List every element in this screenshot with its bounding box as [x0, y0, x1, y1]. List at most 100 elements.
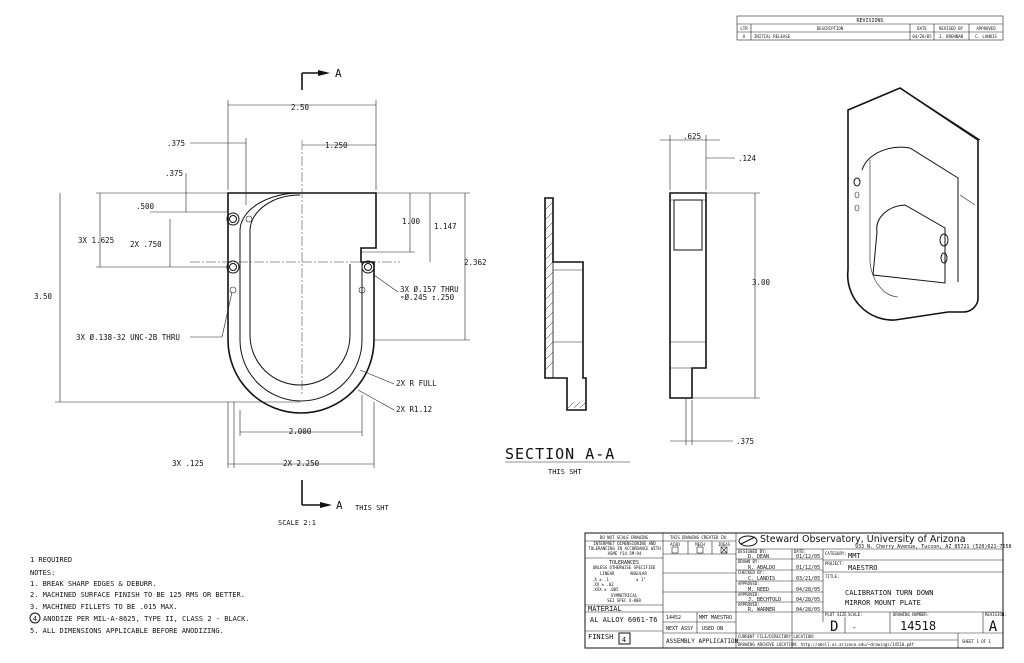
tb-project: MAESTRO	[848, 564, 878, 572]
tb-sig-date-1: 01/12/05	[796, 565, 820, 571]
tb-finish-flag: 4	[622, 636, 626, 644]
tb-sig-role-4: APPROVED:	[738, 592, 760, 597]
tb-archive: DRAWING ARCHIVE LOCATION: http://abell.a…	[738, 642, 914, 647]
rev-header-ltr: LTR	[740, 26, 748, 31]
section-title: SECTION A-A	[505, 445, 615, 463]
tb-symmetrical: SYMMETRICAL	[611, 593, 638, 598]
tb-linear: LINEAR	[600, 571, 615, 576]
tb-tol-xx: .XX ± .02	[592, 582, 614, 587]
dim-1-250: 1.250	[325, 141, 348, 150]
note-1: 1. BREAK SHARP EDGES & DEBURR.	[30, 580, 156, 588]
tb-tol-ang: ± 1°	[636, 577, 646, 582]
rev-header-date: DATE	[917, 26, 927, 31]
tb-sig-date-4: 04/28/05	[796, 597, 820, 603]
tb-drawing-number: 14518	[900, 619, 936, 633]
tb-created-in: THIS DRAWING CREATED IN:	[670, 535, 728, 540]
tb-title-label: TITLE:	[825, 574, 839, 579]
dim-375-c: .375	[736, 437, 754, 446]
section-marker-top: A	[335, 67, 342, 80]
tb-category: MMT	[848, 552, 861, 560]
tb-revision-label: REVISION:	[985, 612, 1007, 617]
note-3: 3. MACHINED FILLETS TO BE .015 MAX.	[30, 603, 178, 611]
dim-2-000: 2.000	[289, 427, 312, 436]
side-view: .625 .124 3.00 .375	[660, 132, 771, 446]
note-4-flag: 4	[33, 615, 37, 623]
tb-material-label: MATERIAL	[588, 605, 622, 613]
title-block: DO NOT SCALE DRAWING INTERPRET DIMENSION…	[584, 532, 1012, 649]
tb-sig-name-2: C. LANDIS	[748, 576, 775, 582]
tb-project-label: PROJECT:	[825, 561, 844, 566]
rev-header-approved: APPROVED	[976, 26, 996, 31]
tb-used-on: USED ON	[702, 626, 723, 632]
note-5: 5. ALL DIMENSIONS APPLICABLE BEFORE ANOD…	[30, 627, 224, 635]
dim-2-362: 2.362	[464, 258, 487, 267]
tb-sei: SEI SPEC X-000	[607, 598, 641, 603]
dim-r-full: 2X R FULL	[396, 379, 437, 388]
dim-125: 3X .125	[172, 459, 204, 468]
tb-date-label: DATE:	[794, 549, 806, 554]
note-2: 2. MACHINED SURFACE FINISH TO BE 125 RMS…	[30, 591, 245, 599]
rev-row-desc: INITIAL RELEASE	[754, 34, 791, 39]
note-4: ANODIZE PER MIL-A-8625, TYPE II, CLASS 2…	[43, 615, 250, 623]
tb-sig-name-4: J. BECHTOLD	[748, 597, 781, 603]
revisions-title: REVISIONS	[856, 18, 883, 24]
tb-cad-acad: ACAD	[670, 542, 680, 547]
notes: 1 REQUIRED NOTES: 1. BREAK SHARP EDGES &…	[29, 556, 250, 635]
tb-sig-name-3: M. REED	[748, 587, 769, 593]
dim-thread: 3X Ø.138-32 UNC-2B THRU	[76, 333, 180, 342]
tb-sig-role-1: DRAWN BY:	[738, 559, 760, 564]
tb-sig-date-3: 04/28/05	[796, 587, 820, 593]
tb-org: Steward Observatory, University of Arizo…	[760, 534, 966, 545]
tb-unless: UNLESS OTHERWISE SPECIFIED	[593, 565, 656, 570]
dim-500: .500	[136, 202, 155, 211]
dim-375-a: .375	[167, 139, 185, 148]
tb-sig-name-0: D. DEAN	[748, 554, 769, 560]
dim-625: .625	[683, 132, 701, 141]
dim-1-625: 3X 1.625	[78, 236, 114, 245]
tb-sig-role-3: APPROVED:	[738, 581, 760, 586]
dim-hole-157: 3X Ø.157 THRU	[400, 285, 459, 294]
tb-interpret: INTERPRET DIMENSIONING AND TOLERANCING I…	[588, 541, 661, 556]
tb-tol-xxx: .XXX ± .005	[592, 587, 619, 592]
dim-2-250: 2X 2.250	[283, 459, 320, 468]
tb-plot-size-label: PLOT SIZE	[825, 612, 847, 617]
tb-category-label: CATEGORY:	[825, 551, 847, 556]
dim-750: 2X .750	[130, 240, 162, 249]
tb-tolerances: TOLERANCES	[609, 560, 639, 566]
rev-row-revised: J. BRENNAN	[939, 34, 964, 39]
section-marker-bottom-sub: THIS SHT	[355, 504, 390, 512]
tb-next-assy: NEXT ASSY	[666, 626, 693, 632]
tb-sig-role-0: DESIGNED BY:	[738, 549, 767, 554]
tb-address: 933 N. Cherry Avenue, Tucson, AZ 85721 (…	[855, 544, 1012, 550]
tb-sig-date-5: 04/28/05	[796, 607, 820, 613]
rev-row-ltr: A	[743, 34, 746, 39]
tb-material: AL ALLOY 6061-T6	[590, 616, 657, 624]
revisions-table: REVISIONS LTR DESCRIPTION DATE REVISED B…	[736, 15, 1004, 41]
dim-124: .124	[738, 154, 757, 163]
tb-sig-date-2: 03/21/05	[796, 576, 820, 582]
section-subtitle: THIS SHT	[548, 468, 583, 476]
tb-plot-size: D	[830, 619, 838, 635]
tb-sig-name-5: R. WARNER	[748, 607, 776, 613]
tb-finish-label: FINISH	[588, 633, 613, 641]
dim-3-00: 3.00	[752, 278, 771, 287]
tb-do-not-scale: DO NOT SCALE DRAWING	[600, 535, 649, 540]
tb-next-assy-value: MMT MAESTRO	[699, 615, 732, 621]
dim-3-50: 3.50	[34, 292, 53, 301]
tb-sig-name-1: R. ABALDO	[748, 565, 775, 571]
tb-assembly: ASSEMBLY APPLICATION	[666, 638, 739, 645]
tb-tol-x: .X ± .1	[592, 577, 609, 582]
notes-required: 1 REQUIRED	[30, 556, 72, 564]
tb-part-no: 14452	[666, 615, 681, 621]
tb-sig-date-0: 01/12/05	[796, 554, 820, 560]
tb-title-1: CALIBRATION TURN DOWN	[845, 589, 934, 597]
tb-cad-mech: MECH	[695, 542, 705, 547]
tb-sheet: SHEET 1 OF 1	[962, 639, 991, 644]
dim-r-112: 2X R1.12	[396, 405, 432, 414]
rev-header-desc: DESCRIPTION	[817, 26, 844, 31]
tb-sig-role-5: APPROVED:	[738, 602, 760, 607]
tb-revision: A	[989, 619, 998, 635]
dim-375-b: .375	[165, 169, 183, 178]
tb-angular: ANGULAR	[630, 571, 647, 576]
